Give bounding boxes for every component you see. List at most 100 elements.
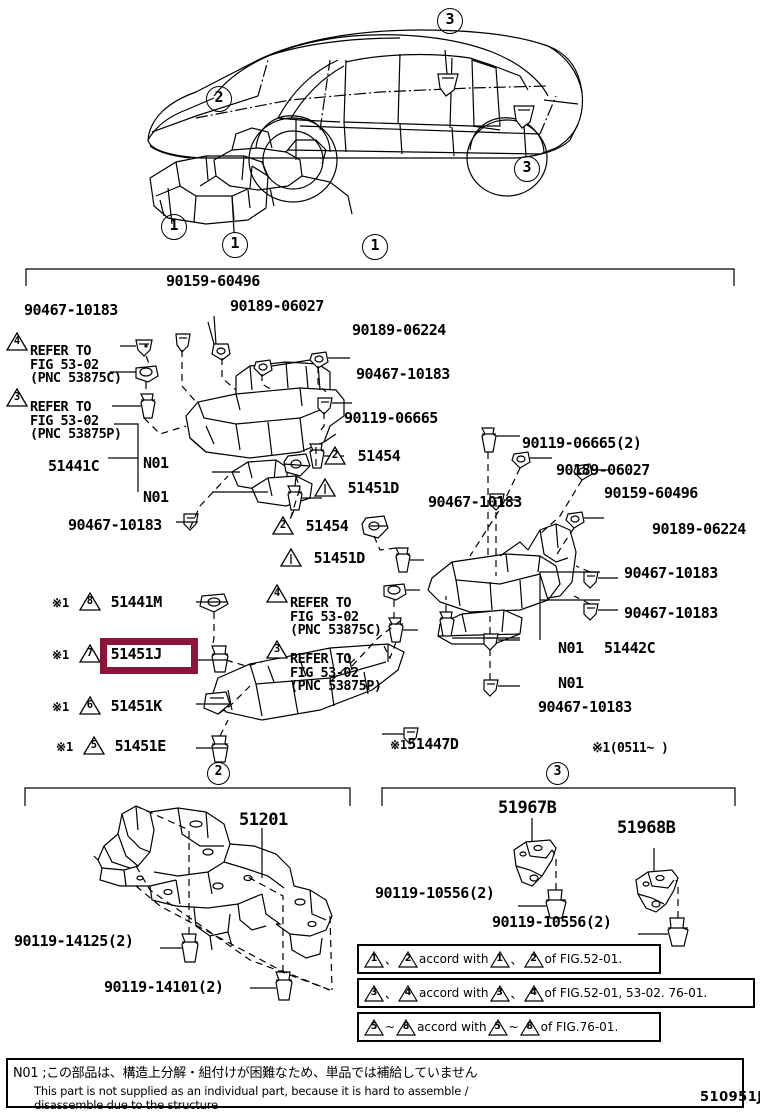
label-90189-06027-b: 90189-06027 <box>556 461 650 479</box>
label-90467-10183-d: 90467-10183 <box>428 493 522 511</box>
triangle-8-icon: 8 <box>78 591 102 611</box>
label-90467-10183-b: 90467-10183 <box>356 365 450 383</box>
triangle-4-icon: 4 <box>5 331 29 351</box>
note-japanese: N01 ;この部品は、構造上分解・組付けが困難なため、単品では補給していません <box>13 1066 478 1081</box>
label-90467-10183-g: 90467-10183 <box>538 698 632 716</box>
legend-sep: ~ <box>508 1020 519 1034</box>
triangle-1-icon: 1 <box>363 950 385 968</box>
refer-block-4-a: 4 REFER TO FIG 53-02 (PNC 53875C) <box>5 326 122 386</box>
label-90159-60496-a: 90159-60496 <box>166 272 260 290</box>
legend-row-1: 1 、 2 accord with 1 、 2 of FIG.52-01. <box>357 944 661 974</box>
label-90119-06665-a: 90119-06665 <box>344 409 438 427</box>
triangle-4-icon: 4 <box>265 583 289 603</box>
legend-tail: of FIG.52-01, 53-02. 76-01. <box>544 986 708 1000</box>
triangle-1-icon: 1 <box>313 477 337 497</box>
label-51201: 51201 <box>239 810 288 830</box>
label-90119-14125: 90119-14125(2) <box>14 932 134 950</box>
label-N01-a: N01 <box>143 454 169 472</box>
legend-sep: 、 <box>510 952 523 967</box>
note-english-line2: disassemble due to the structure <box>34 1098 218 1113</box>
legend-sep: ~ <box>385 1020 396 1034</box>
label-N01-d: N01 <box>558 674 584 692</box>
label-51968B: 51968B <box>617 818 676 838</box>
label-90189-06224-a: 90189-06224 <box>352 321 446 339</box>
triangle-1-icon: 1 <box>489 950 510 968</box>
label-N01-c: N01 <box>558 639 584 657</box>
section-2-marker: 2 <box>207 760 230 785</box>
marker-51447D: ※151447D <box>390 735 459 753</box>
brackets-artwork <box>513 818 689 947</box>
section-3-marker: 3 <box>546 760 569 785</box>
section-1-bracket <box>25 268 735 286</box>
triangle-4-icon: 4 <box>397 984 419 1002</box>
label-90467-10183-f: 90467-10183 <box>624 604 718 622</box>
triangle-2-icon: 2 <box>323 445 347 465</box>
triangle-2-icon: 2 <box>271 515 295 535</box>
label-51442C: 51442C <box>604 639 656 657</box>
triangle-3-icon: 3 <box>5 387 29 407</box>
date-note: ※1(0511~ ) <box>592 741 669 756</box>
label-90119-06665-2: 90119-06665(2) <box>522 434 642 452</box>
legend-row-2: 3 、 4 accord with 3 、 4 of FIG.52-01, 53… <box>357 978 755 1008</box>
label-90467-10183-a: 90467-10183 <box>24 301 118 319</box>
callout-1-section: 1 <box>362 234 388 260</box>
triangle-3-icon: 3 <box>265 639 289 659</box>
triangle-5-icon: 5 <box>487 1018 508 1036</box>
highlight-box-51451J <box>100 638 198 674</box>
legend-row-3: 5 ~ 8 accord with 5 ~ 8 of FIG.76-01. <box>357 1012 661 1042</box>
vehicle-illustration <box>147 29 584 233</box>
callout-3-top: 3 <box>437 8 463 34</box>
section-2-3-brackets <box>24 787 736 806</box>
triangle-8-icon: 8 <box>519 1018 540 1036</box>
marker-51454-a: 2 51454 <box>323 445 401 465</box>
marker-51451K: ※1 6 51451K <box>52 695 162 715</box>
legend-mid: accord with <box>419 986 489 1000</box>
section-1-artwork <box>108 315 618 763</box>
label-90189-06027-a: 90189-06027 <box>230 297 324 315</box>
triangle-5-icon: 5 <box>82 735 106 755</box>
crossmember-artwork <box>93 805 333 1001</box>
label-90119-14101: 90119-14101(2) <box>104 978 224 996</box>
label-51441C: 51441C <box>48 457 100 475</box>
marker-51454-b: 2 51454 <box>271 515 349 535</box>
marker-51451J: ※1 7 51451J <box>52 643 162 663</box>
legend-tail: of FIG.52-01. <box>544 952 623 966</box>
legend-sep: 、 <box>510 986 523 1001</box>
note-english-line1: This part is not supplied as an individu… <box>34 1084 469 1098</box>
triangle-2-icon: 2 <box>523 950 544 968</box>
refer-block-4-b: 4 REFER TO FIG 53-02 (PNC 53875C) <box>265 578 382 638</box>
figure-id: 510951J <box>700 1090 760 1105</box>
refer-block-3-b: 3 REFER TO FIG 53-02 (PNC 53875P) <box>265 634 382 694</box>
label-90467-10183-e: 90467-10183 <box>624 564 718 582</box>
triangle-7-icon: 7 <box>78 643 102 663</box>
legend-mid: accord with <box>417 1020 487 1034</box>
label-N01-b: N01 <box>143 488 169 506</box>
triangle-3-icon: 3 <box>363 984 385 1002</box>
marker-51451D-a: 1 51451D <box>313 477 399 497</box>
label-90467-10183-c: 90467-10183 <box>68 516 162 534</box>
triangle-2-icon: 2 <box>397 950 419 968</box>
legend-mid: accord with <box>419 952 489 966</box>
label-90119-10556-a: 90119-10556(2) <box>375 884 495 902</box>
clip-glyph <box>135 339 153 357</box>
triangle-6-icon: 6 <box>78 695 102 715</box>
legend-sep: 、 <box>385 952 398 967</box>
legend-sep: 、 <box>385 986 398 1001</box>
label-90119-10556-b: 90119-10556(2) <box>492 913 612 931</box>
callout-3-right: 3 <box>514 156 540 182</box>
callout-1-mid: 1 <box>222 232 248 258</box>
triangle-8-icon: 8 <box>396 1018 417 1036</box>
callout-2: 2 <box>206 86 232 112</box>
label-90159-60496-b: 90159-60496 <box>604 484 698 502</box>
label-90189-06224-b: 90189-06224 <box>652 520 746 538</box>
triangle-1-icon: 1 <box>279 547 303 567</box>
triangle-4-icon: 4 <box>523 984 544 1002</box>
callout-1-left: 1 <box>161 214 187 240</box>
marker-51451E: ※1 5 51451E <box>56 735 166 755</box>
marker-51451D-b: 1 51451D <box>279 547 365 567</box>
legend-tail: of FIG.76-01. <box>540 1020 619 1034</box>
n01-note-box: N01 ;この部品は、構造上分解・組付けが困難なため、単品では補給していません … <box>6 1058 744 1112</box>
marker-51441M: ※1 8 51441M <box>52 591 162 611</box>
triangle-5-icon: 5 <box>363 1018 385 1036</box>
label-51967B: 51967B <box>498 798 557 818</box>
